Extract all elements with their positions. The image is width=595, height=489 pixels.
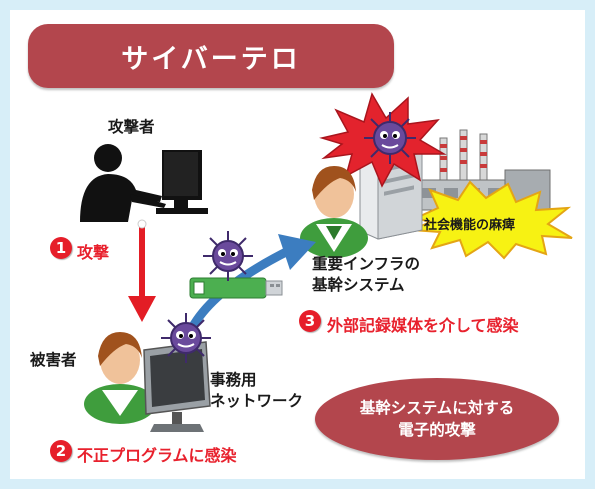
step-2-label: 不正プログラムに感染 bbox=[77, 446, 237, 465]
page-title: サイバーテロ bbox=[121, 43, 301, 75]
usb-stick-icon bbox=[189, 277, 283, 299]
attacker-silhouette-icon bbox=[80, 144, 208, 222]
attacker-label: 攻撃者 bbox=[108, 118, 155, 136]
virus-icon-pc bbox=[161, 313, 211, 363]
operator-person-icon bbox=[300, 166, 368, 258]
diagram-panel: サイバーテロ 社会機能の麻痺 bbox=[10, 10, 585, 479]
step-3-label: 外部記録媒体を介して感染 bbox=[327, 316, 519, 335]
step-1-label: 攻撃 bbox=[77, 243, 110, 262]
social-dysfunction-burst bbox=[411, 180, 573, 260]
step-1-badge: 1 bbox=[50, 237, 72, 259]
infra-label-line2: 基幹システム bbox=[312, 276, 405, 294]
title-banner: サイバーテロ bbox=[28, 24, 394, 88]
computer-monitor-icon bbox=[143, 341, 211, 432]
network-label-line1: 事務用 bbox=[210, 371, 257, 389]
callout-line1: 基幹システムに対する bbox=[359, 399, 515, 417]
infra-system-label: 重要インフラの 基幹システム bbox=[312, 254, 420, 296]
infra-label-line1: 重要インフラの bbox=[312, 255, 421, 273]
network-label-line2: ネットワーク bbox=[210, 392, 304, 410]
social-dysfunction-label: 社会機能の麻痺 bbox=[424, 218, 516, 233]
callout-ellipse: 基幹システムに対する 電子的攻撃 bbox=[315, 378, 559, 460]
attack-arrow bbox=[128, 219, 156, 322]
virus-icon-server bbox=[364, 112, 416, 164]
victim-person-icon bbox=[84, 332, 156, 424]
victim-label: 被害者 bbox=[30, 351, 77, 369]
callout-line2: 電子的攻撃 bbox=[398, 421, 476, 439]
step-3-badge: 3 bbox=[299, 310, 321, 332]
virus-icon-usb bbox=[203, 231, 253, 281]
office-network-label: 事務用 ネットワーク bbox=[210, 370, 303, 412]
step-2-badge: 2 bbox=[50, 440, 72, 462]
